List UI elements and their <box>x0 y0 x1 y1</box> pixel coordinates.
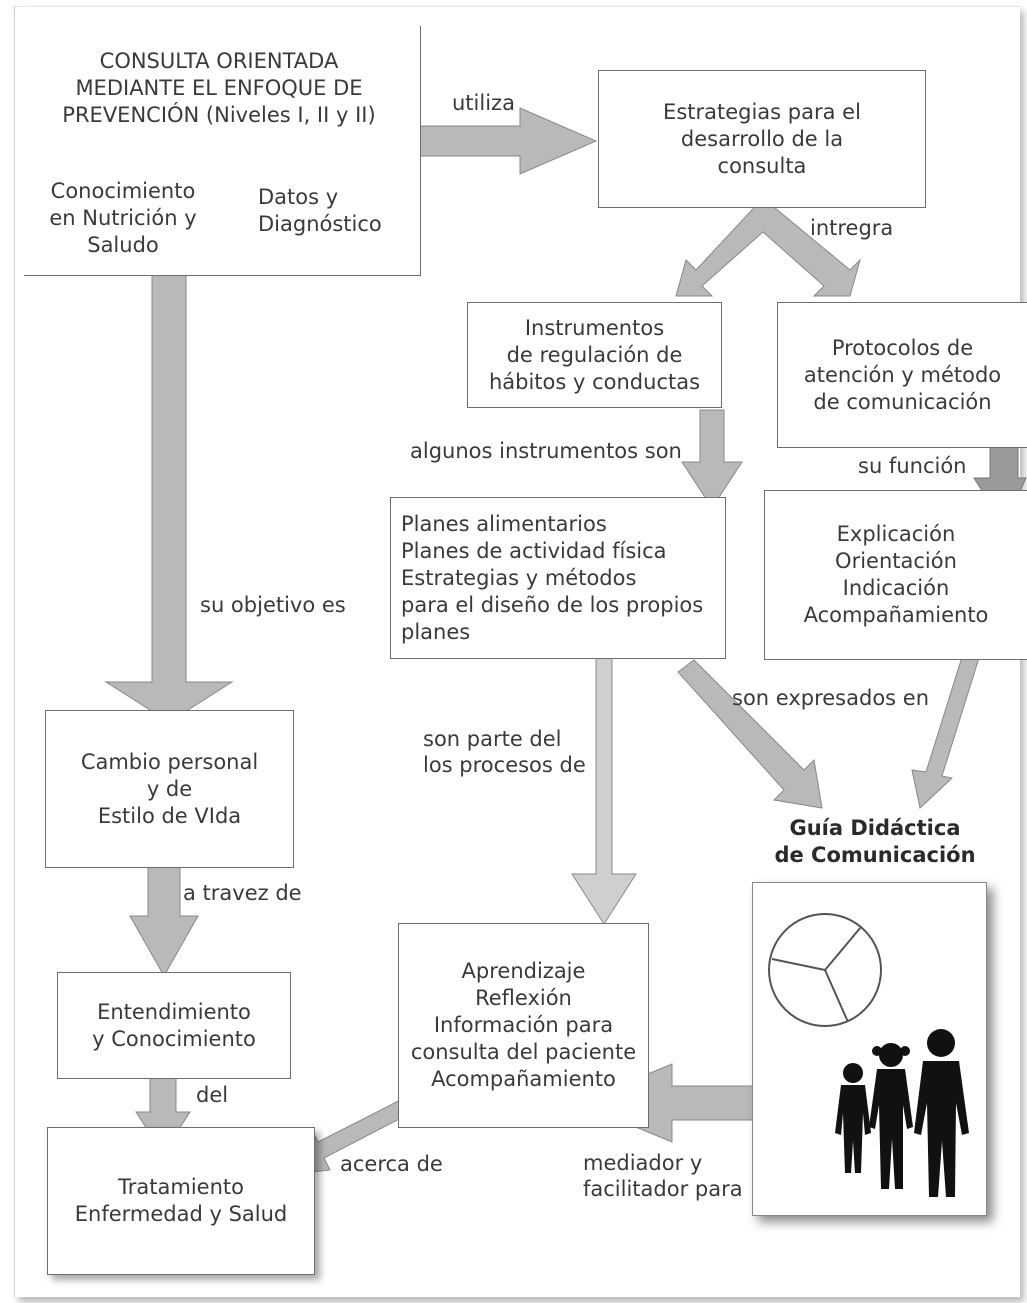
arrow-algunos <box>681 409 743 509</box>
guide-title: Guía Didáctica de Comunicación <box>774 816 976 867</box>
label-del: del <box>196 1083 229 1107</box>
box-protocolos: Protocolos de atención y método de comun… <box>777 302 1027 448</box>
box-entendimiento: Entendimiento y Conocimiento <box>57 972 291 1079</box>
box-aprendizaje: Aprendizaje Reflexión Información para c… <box>398 923 649 1128</box>
pie-chart-icon <box>768 913 882 1027</box>
arrow-son-parte <box>571 647 637 925</box>
box-estrategias: Estrategias para el desarrollo de la con… <box>598 70 926 208</box>
arrow-funcion-guia <box>911 637 985 809</box>
arrow-son-expresados <box>677 659 823 809</box>
label-intregra: intregra <box>810 216 894 240</box>
box-funcion: Explicación Orientación Indicación Acomp… <box>764 490 1027 660</box>
label-a-travez: a travez de <box>183 881 302 905</box>
consulta-title: CONSULTA ORIENTADA MEDIANTE EL ENFOQUE D… <box>62 49 376 127</box>
label-algunos: algunos instrumentos son <box>410 439 682 463</box>
box-consulta: CONSULTA ORIENTADA MEDIANTE EL ENFOQUE D… <box>24 26 421 276</box>
label-mediador: mediador y facilitador para <box>583 1151 743 1201</box>
box-planes: Planes alimentarios Planes de actividad … <box>390 497 726 659</box>
guide-card <box>752 882 987 1216</box>
consulta-right-text: Datos y Diagnóstico <box>258 185 382 236</box>
label-su-objetivo: su objetivo es <box>200 593 346 617</box>
label-acerca: acerca de <box>340 1152 443 1176</box>
arrow-a-travez <box>129 861 199 978</box>
arrow-intregra <box>675 197 861 297</box>
label-utiliza: utiliza <box>452 91 515 115</box>
box-cambio: Cambio personal y de Estilo de VIda <box>45 710 294 868</box>
label-son-parte: son parte del los procesos de <box>423 727 586 777</box>
box-tratamiento: Tratamiento Enfermedad y Salud <box>47 1127 315 1275</box>
label-su-funcion: su función <box>858 454 967 478</box>
family-silhouette-icon <box>835 1029 969 1197</box>
box-instrumentos: Instrumentos de regulación de hábitos y … <box>467 302 722 408</box>
arrow-utiliza <box>419 107 598 175</box>
arrow-su-objetivo <box>104 265 234 723</box>
consulta-left-text: Conocimiento en Nutrición y Saludo <box>49 179 197 257</box>
label-son-expresados: son expresados en <box>732 686 930 710</box>
